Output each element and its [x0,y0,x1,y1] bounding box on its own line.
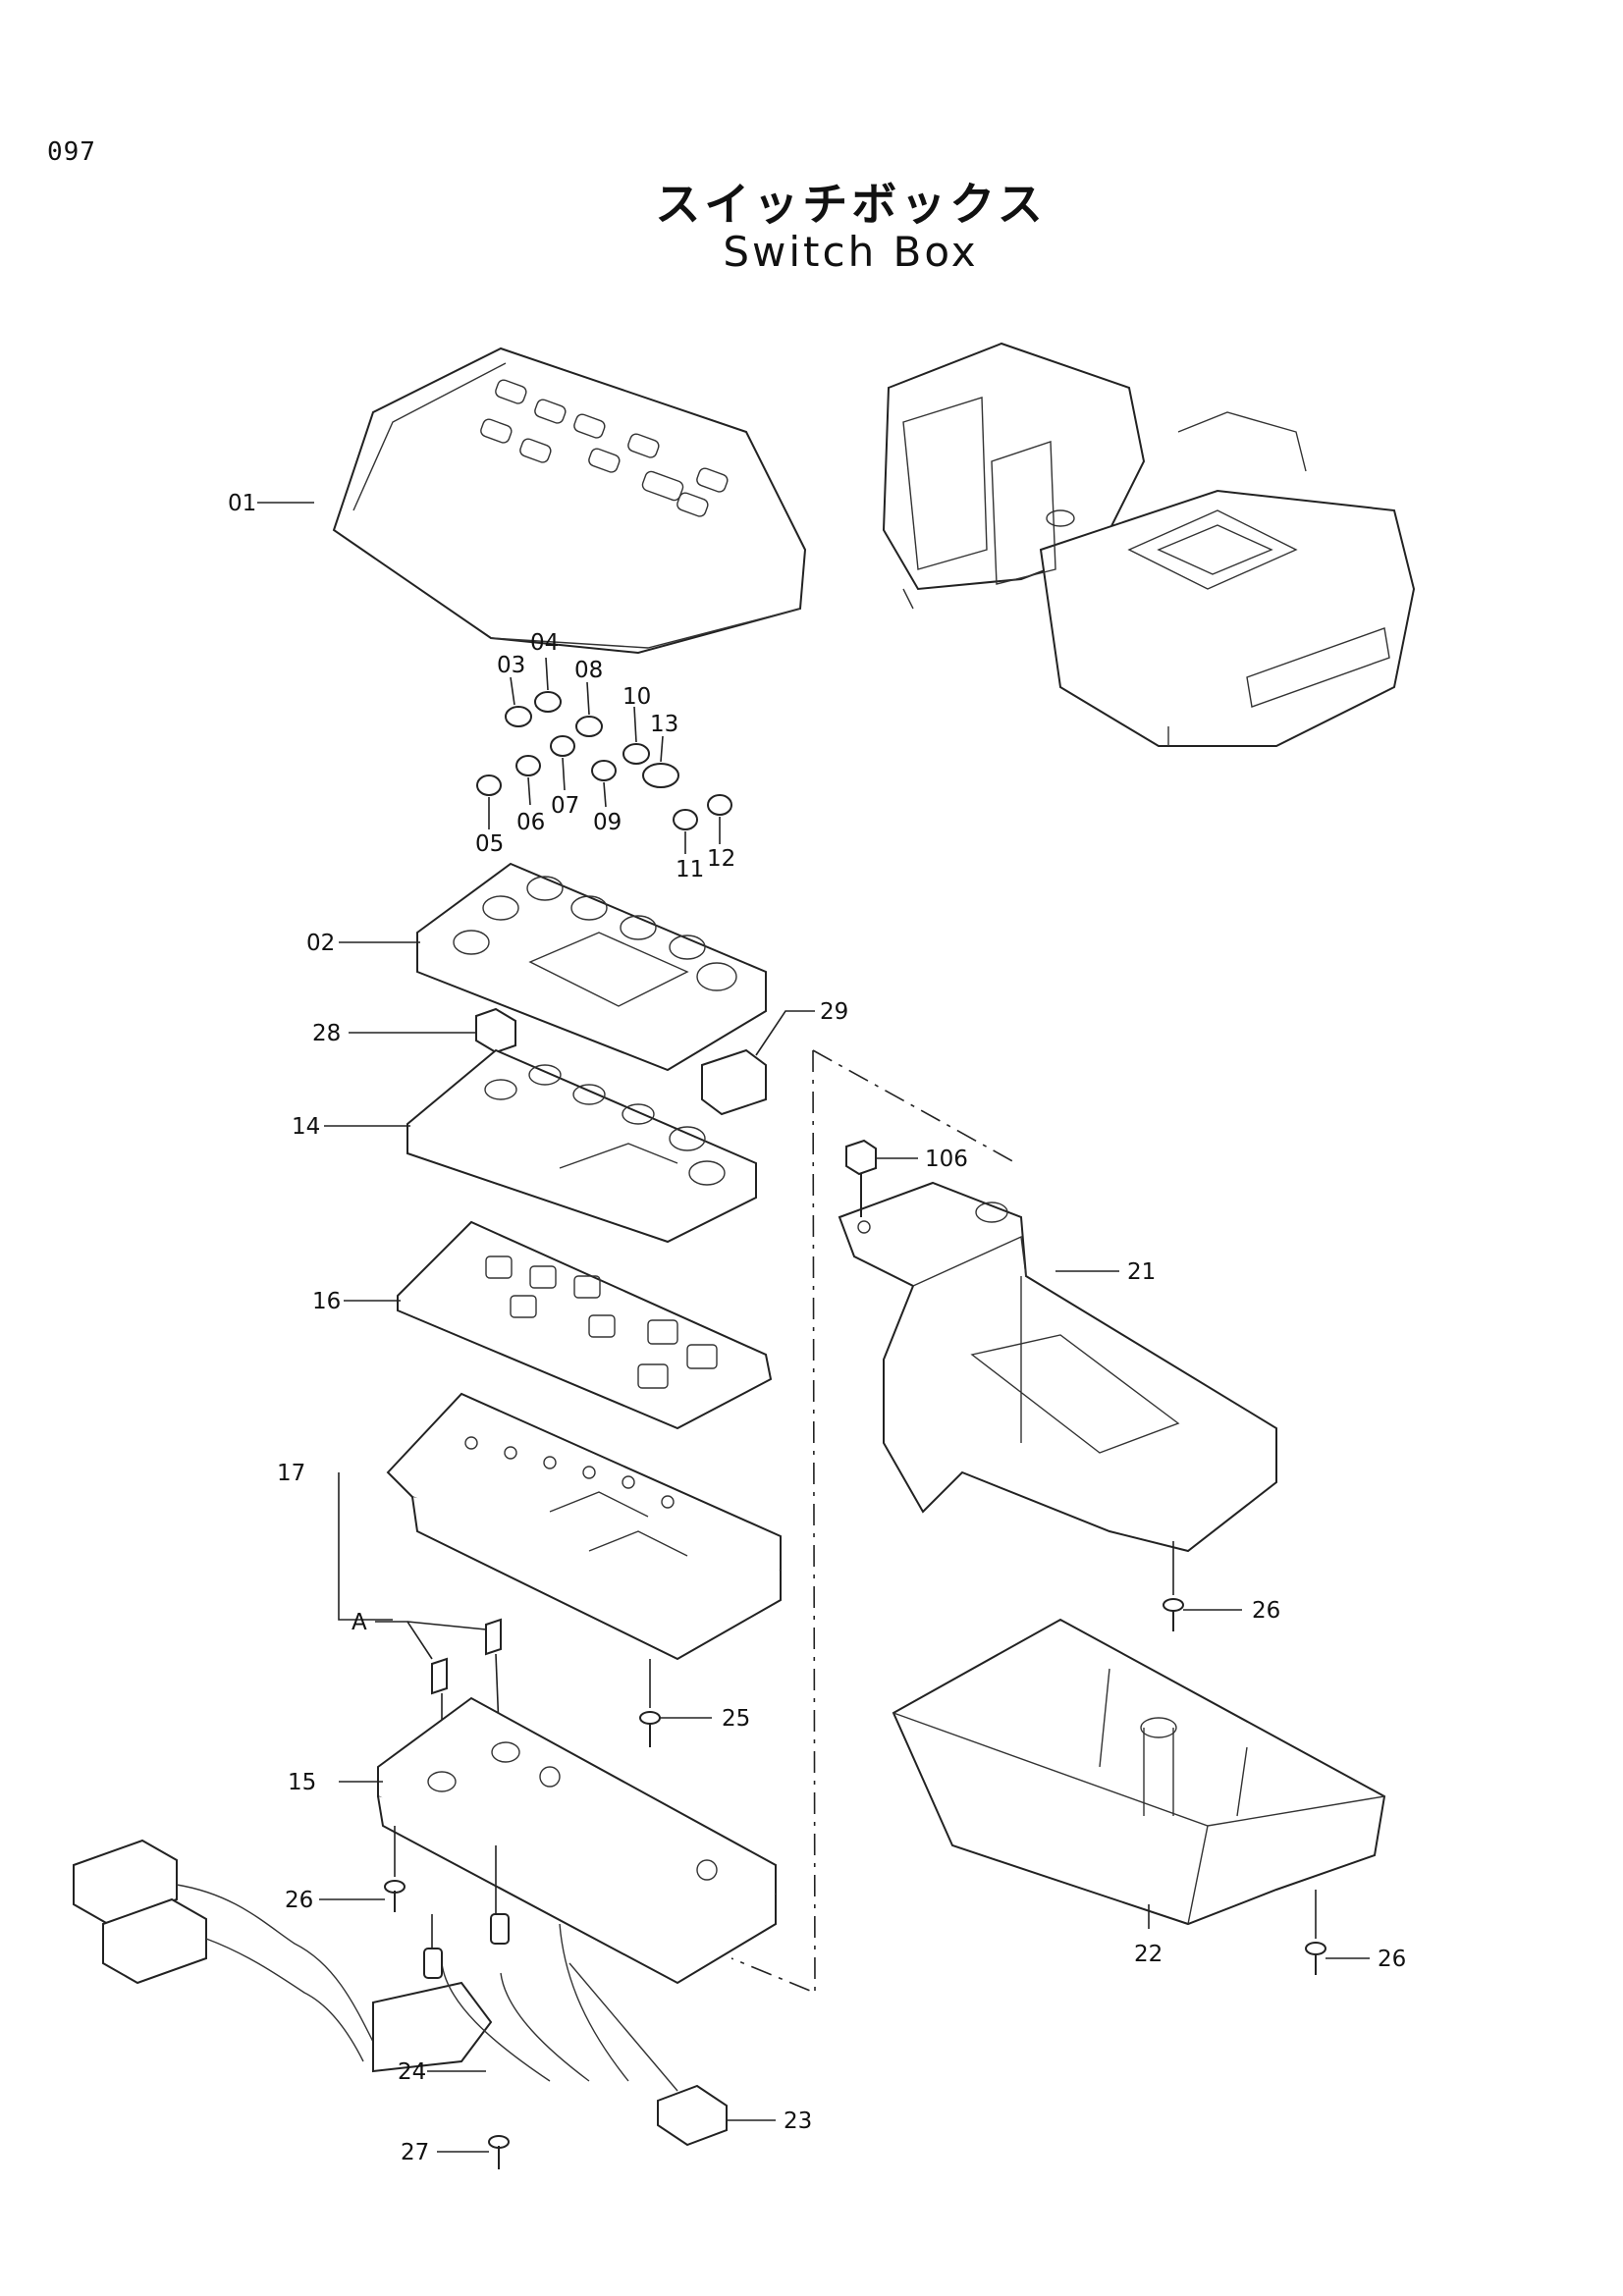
switch-caps-group [476,657,732,854]
part-16-switch-board [344,1220,773,1430]
callout-labels: 01 02 03 04 05 06 07 08 09 10 11 12 13 1… [228,491,1406,2165]
callout-01: 01 [228,491,256,516]
callout-10: 10 [622,684,651,710]
screw-26-left [319,1826,406,1912]
callout-29: 29 [820,999,848,1025]
callout-13: 13 [650,712,678,737]
part-17-circuit-board [338,1392,782,1661]
callout-26-bracket: 26 [1252,1598,1280,1624]
callout-A: A [352,1610,367,1635]
phantom-outline [730,1049,1017,1995]
part-14-contact-sheet [324,1048,757,1244]
callout-26-lower-right: 26 [1378,1947,1406,1972]
callout-02: 02 [306,931,335,956]
screw-26-lower-right [1305,1890,1370,1975]
page-title-english: Switch Box [723,228,979,276]
part-22-lower-cover [892,1618,1386,1929]
bulb-a-group [375,1618,502,1757]
callout-21: 21 [1127,1259,1156,1285]
part-29-block [701,1010,815,1116]
page-number: 097 [47,137,96,167]
bolt-106 [845,1139,918,1217]
screw-27 [437,2135,510,2169]
callout-106: 106 [925,1147,968,1172]
part-15-lower-housing [339,1696,777,1985]
part-21-bracket [838,1181,1277,1553]
part-28-block [349,1007,516,1054]
callout-17: 17 [277,1461,305,1486]
part-24-wire-harness [73,1839,629,2082]
callout-25: 25 [722,1706,750,1732]
callout-15: 15 [288,1770,316,1795]
callout-08: 08 [574,658,603,683]
callout-22: 22 [1134,1942,1163,1967]
callout-09: 09 [593,810,622,835]
callout-16: 16 [312,1289,341,1314]
screw-25 [639,1659,712,1747]
callout-11: 11 [676,857,704,882]
callout-03: 03 [497,653,525,678]
callout-05: 05 [475,831,504,857]
callout-28: 28 [312,1021,341,1046]
excavator-overview-illustration [882,342,1416,747]
part-02-rubber-sheet [339,862,767,1072]
part-01-switch-cover [257,347,807,655]
part-23-connector-cap [568,1962,776,2147]
callout-04: 04 [530,630,559,656]
callout-26-left: 26 [285,1888,313,1913]
callout-23: 23 [784,2109,812,2134]
page-title-japanese: スイッチボックス [655,178,1047,231]
callout-24: 24 [398,2059,426,2085]
callout-07: 07 [551,793,579,819]
callout-27: 27 [401,2140,429,2165]
callout-14: 14 [292,1114,320,1140]
callout-12: 12 [707,846,735,872]
screw-26-bracket [1163,1541,1242,1631]
callout-06: 06 [516,810,545,835]
